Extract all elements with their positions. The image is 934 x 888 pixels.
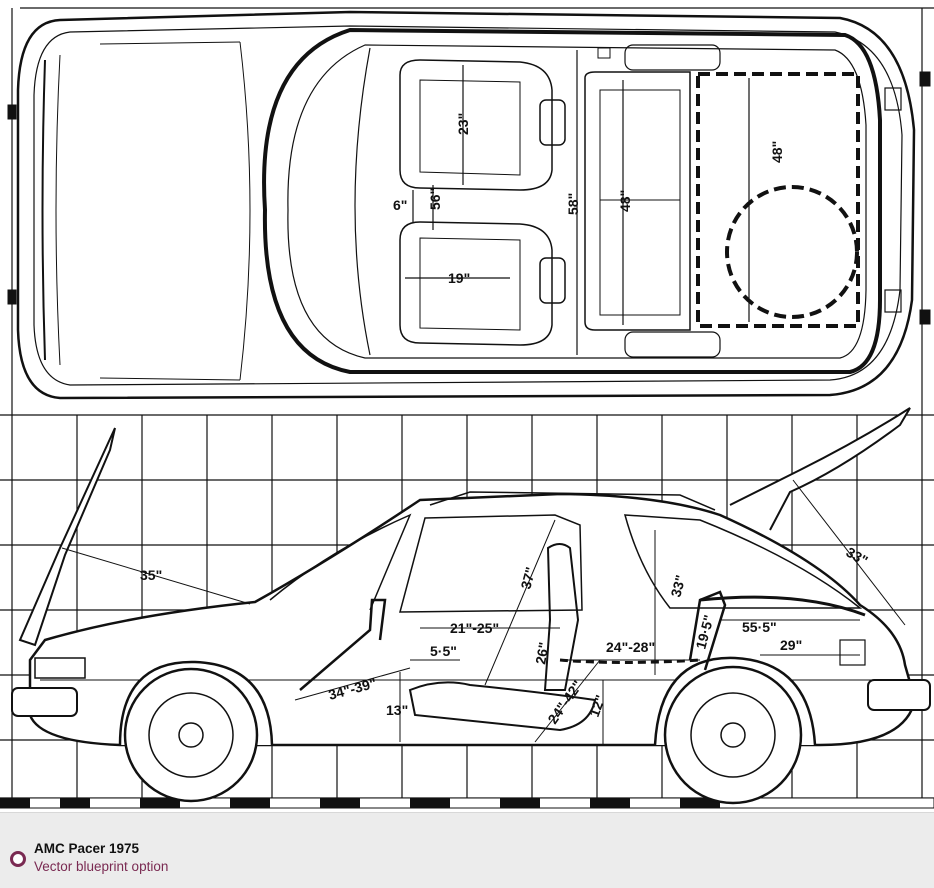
top-view-dimension-labels: 23" 6" 56" 19" 58" 48" 48" <box>393 113 785 286</box>
dim-hood-opening: 35" <box>140 567 162 583</box>
caption-title: AMC Pacer 1975 <box>34 841 140 856</box>
vector-blueprint-link[interactable]: Vector blueprint option <box>34 859 169 874</box>
blueprint-drawing: 23" 6" 56" 19" 58" 48" 48" 35" 37" 33" 3… <box>0 7 934 809</box>
dim-dash-depth: 5·5" <box>430 643 457 659</box>
dim-seat-width: 19" <box>448 270 470 286</box>
dim-seatback-height: 26" <box>532 641 552 666</box>
dim-cargo-width: 48" <box>769 141 785 163</box>
dim-rear-seat-height: 12" <box>586 693 609 719</box>
dim-headroom-rear: 33" <box>667 573 688 599</box>
dim-rear-seat-width: 48" <box>617 190 633 212</box>
dim-rear-seat-depth: 24"-28" <box>606 639 655 655</box>
dim-seat-depth: 23" <box>455 113 471 135</box>
dim-front-shoulder: 56" <box>427 188 443 210</box>
radio-circle-icon[interactable] <box>10 851 26 867</box>
dim-cabin-width: 58" <box>565 193 581 215</box>
dim-seat-gap: 6" <box>393 197 407 213</box>
dim-seat-travel: 21"-25" <box>450 620 499 636</box>
caption-bar: AMC Pacer 1975 Vector blueprint option <box>0 812 934 888</box>
dim-seat-height: 13" <box>386 702 408 718</box>
dim-headroom-front: 37" <box>517 565 538 591</box>
car-top-view <box>7 10 931 400</box>
car-side-view <box>11 407 931 805</box>
dim-cargo-length: 55·5" <box>742 619 777 635</box>
dim-cargo-short: 29" <box>780 637 802 653</box>
scale-ruler <box>0 797 934 809</box>
